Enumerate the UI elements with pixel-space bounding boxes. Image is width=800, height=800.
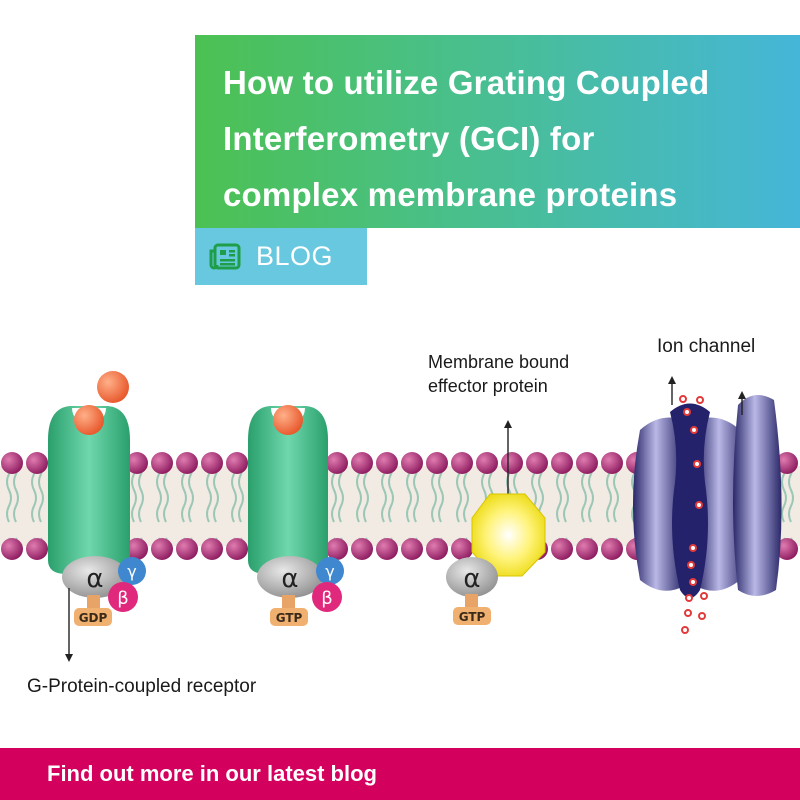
gamma-letter-2: γ [325, 562, 334, 581]
lipid-head [451, 538, 473, 560]
title-line-1: How to utilize Grating Coupled [223, 64, 710, 101]
latest-blog-link[interactable]: Find out more in our latest blog [47, 761, 377, 786]
ligand-free [97, 371, 129, 403]
g-protein-1: α γ β GDP [62, 556, 146, 662]
alpha-letter-3: α [463, 564, 480, 594]
lipid-head [476, 452, 498, 474]
footer-banner: Find out more in our latest blog [0, 748, 800, 800]
newspaper-icon [209, 243, 241, 269]
lipid-head [601, 538, 623, 560]
lipid-head [426, 452, 448, 474]
title-banner: How to utilize Grating Coupled Interfero… [195, 35, 800, 228]
alpha-letter-1: α [86, 564, 103, 594]
lipid-head [401, 452, 423, 474]
g-protein-2: α γ β GTP [257, 556, 344, 626]
lipid-head [151, 452, 173, 474]
lipid-head [176, 452, 198, 474]
membrane-diagram: α γ β GDP α γ β GTP [0, 290, 800, 730]
lipid-head [576, 538, 598, 560]
lipid-head [326, 538, 348, 560]
gtp-label-2: GTP [459, 610, 486, 624]
lipid-head [226, 452, 248, 474]
lipid-head [326, 452, 348, 474]
lipid-head [226, 538, 248, 560]
lipid-head [26, 538, 48, 560]
ion-channel [633, 376, 782, 634]
lipid-head [776, 452, 798, 474]
lipid-head [401, 538, 423, 560]
lipid-head [551, 538, 573, 560]
lipid-head [526, 452, 548, 474]
gdp-label: GDP [79, 611, 108, 625]
blog-tag[interactable]: BLOG [195, 228, 367, 285]
effector-protein: α GTP [446, 420, 546, 625]
lipid-head [151, 538, 173, 560]
lipid-head [351, 452, 373, 474]
lipid-head [776, 538, 798, 560]
lipid-head [201, 452, 223, 474]
lipid-head [376, 452, 398, 474]
lipid-head [426, 538, 448, 560]
gpcr-label: G-Protein-coupled receptor [27, 676, 257, 697]
lipid-head [501, 452, 523, 474]
ion-channel-label: Ion channel [657, 336, 756, 357]
gpcr-receptor-2 [248, 405, 328, 574]
alpha-letter-2: α [281, 564, 298, 594]
ligand-bound-2 [273, 405, 303, 435]
effector-label: Membrane bound effector protein [428, 352, 570, 396]
lipid-head [376, 538, 398, 560]
gamma-letter-1: γ [127, 562, 136, 581]
lipid-head [351, 538, 373, 560]
lipid-head [576, 452, 598, 474]
title-line-3: complex membrane proteins [223, 176, 678, 213]
lipid-head [201, 538, 223, 560]
lipid-head [601, 452, 623, 474]
beta-letter-2: β [321, 588, 333, 609]
beta-letter-1: β [117, 588, 129, 609]
ligand-bound [74, 405, 104, 435]
lipid-head [26, 452, 48, 474]
lipid-head [126, 538, 148, 560]
lipid-head [551, 452, 573, 474]
gtp-label-1: GTP [276, 611, 303, 625]
blog-tag-label: BLOG [256, 241, 334, 271]
lipid-head [126, 452, 148, 474]
lipid-head [451, 452, 473, 474]
lipid-head [176, 538, 198, 560]
lipid-head [1, 452, 23, 474]
membrane-svg: α γ β GDP α γ β GTP [0, 371, 800, 662]
title-line-2: Interferometry (GCI) for [223, 120, 595, 157]
gpcr-receptor-1 [48, 371, 130, 574]
lipid-head [1, 538, 23, 560]
